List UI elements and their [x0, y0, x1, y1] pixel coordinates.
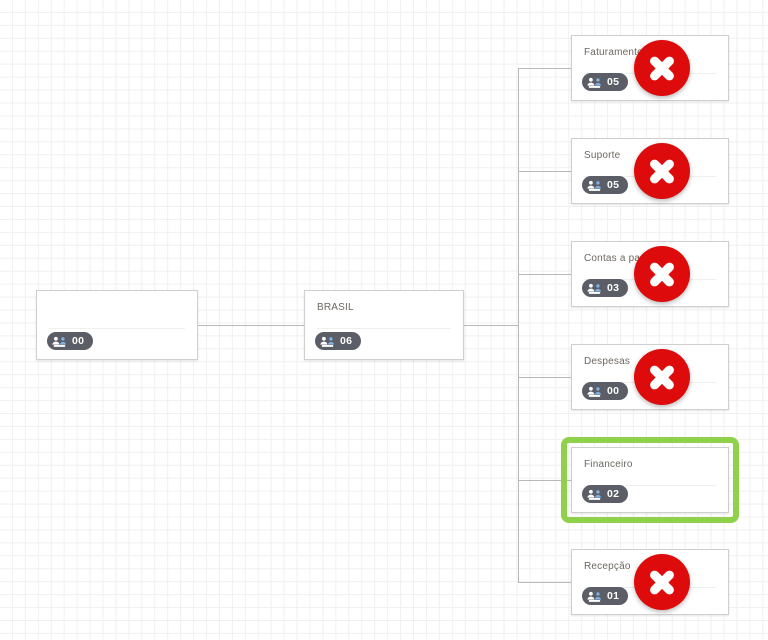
people-count-value: 02: [607, 487, 620, 500]
org-node-title: BRASIL: [317, 302, 354, 313]
people-count-value: 00: [72, 334, 85, 347]
group-users-icon: [52, 335, 67, 348]
group-users-icon: [587, 488, 602, 501]
connector-branch-recepcao: [518, 582, 571, 583]
remove-node-icon-despesas[interactable]: [634, 349, 690, 405]
people-count-badge[interactable]: 02: [582, 485, 629, 503]
people-count-value: 05: [607, 75, 620, 88]
org-node-divider: [49, 328, 185, 329]
org-node-title: Financeiro: [584, 459, 633, 470]
connector-trunk: [518, 68, 519, 582]
org-node-title: Contas a pagar: [584, 253, 656, 264]
group-users-icon: [587, 385, 602, 398]
people-count-badge[interactable]: 01: [582, 587, 629, 605]
org-node-divider: [317, 328, 451, 329]
people-count-badge[interactable]: 06: [315, 332, 362, 350]
connector-branch-despesas: [518, 377, 571, 378]
connector-branch-faturamento: [518, 68, 571, 69]
org-node-financeiro[interactable]: Financeiro 02: [571, 447, 729, 513]
connector-branch-financeiro: [518, 480, 571, 481]
connector-branch-suporte: [518, 171, 571, 172]
group-users-icon: [320, 335, 335, 348]
people-count-value: 00: [607, 384, 620, 397]
group-users-icon: [587, 590, 602, 603]
people-count-badge[interactable]: 05: [582, 176, 629, 194]
people-count-badge[interactable]: 00: [582, 382, 629, 400]
org-node-divider: [584, 485, 716, 486]
connector-branch-contas: [518, 274, 571, 275]
people-count-value: 03: [607, 281, 620, 294]
org-node-title: Faturamento: [584, 47, 643, 58]
org-node-title: Recepção: [584, 561, 631, 572]
remove-node-icon-contas-a-pagar[interactable]: [634, 246, 690, 302]
group-users-icon: [587, 179, 602, 192]
people-count-badge[interactable]: 00: [47, 332, 94, 350]
connector-brasil-to-trunk: [464, 325, 519, 326]
people-count-value: 01: [607, 589, 620, 602]
remove-node-icon-recepcao[interactable]: [634, 554, 690, 610]
people-count-badge[interactable]: 05: [582, 73, 629, 91]
people-count-badge[interactable]: 03: [582, 279, 629, 297]
org-node-title: Despesas: [584, 356, 631, 367]
connector-root-to-brasil: [198, 325, 304, 326]
remove-node-icon-faturamento[interactable]: [634, 40, 690, 96]
people-count-value: 05: [607, 178, 620, 191]
org-node-root[interactable]: 00: [36, 290, 198, 360]
people-count-value: 06: [340, 334, 353, 347]
group-users-icon: [587, 282, 602, 295]
remove-node-icon-suporte[interactable]: [634, 143, 690, 199]
selection-highlight-financeiro: [561, 437, 739, 523]
group-users-icon: [587, 76, 602, 89]
org-node-brasil[interactable]: BRASIL 06: [304, 290, 464, 360]
org-node-title: Suporte: [584, 150, 621, 161]
